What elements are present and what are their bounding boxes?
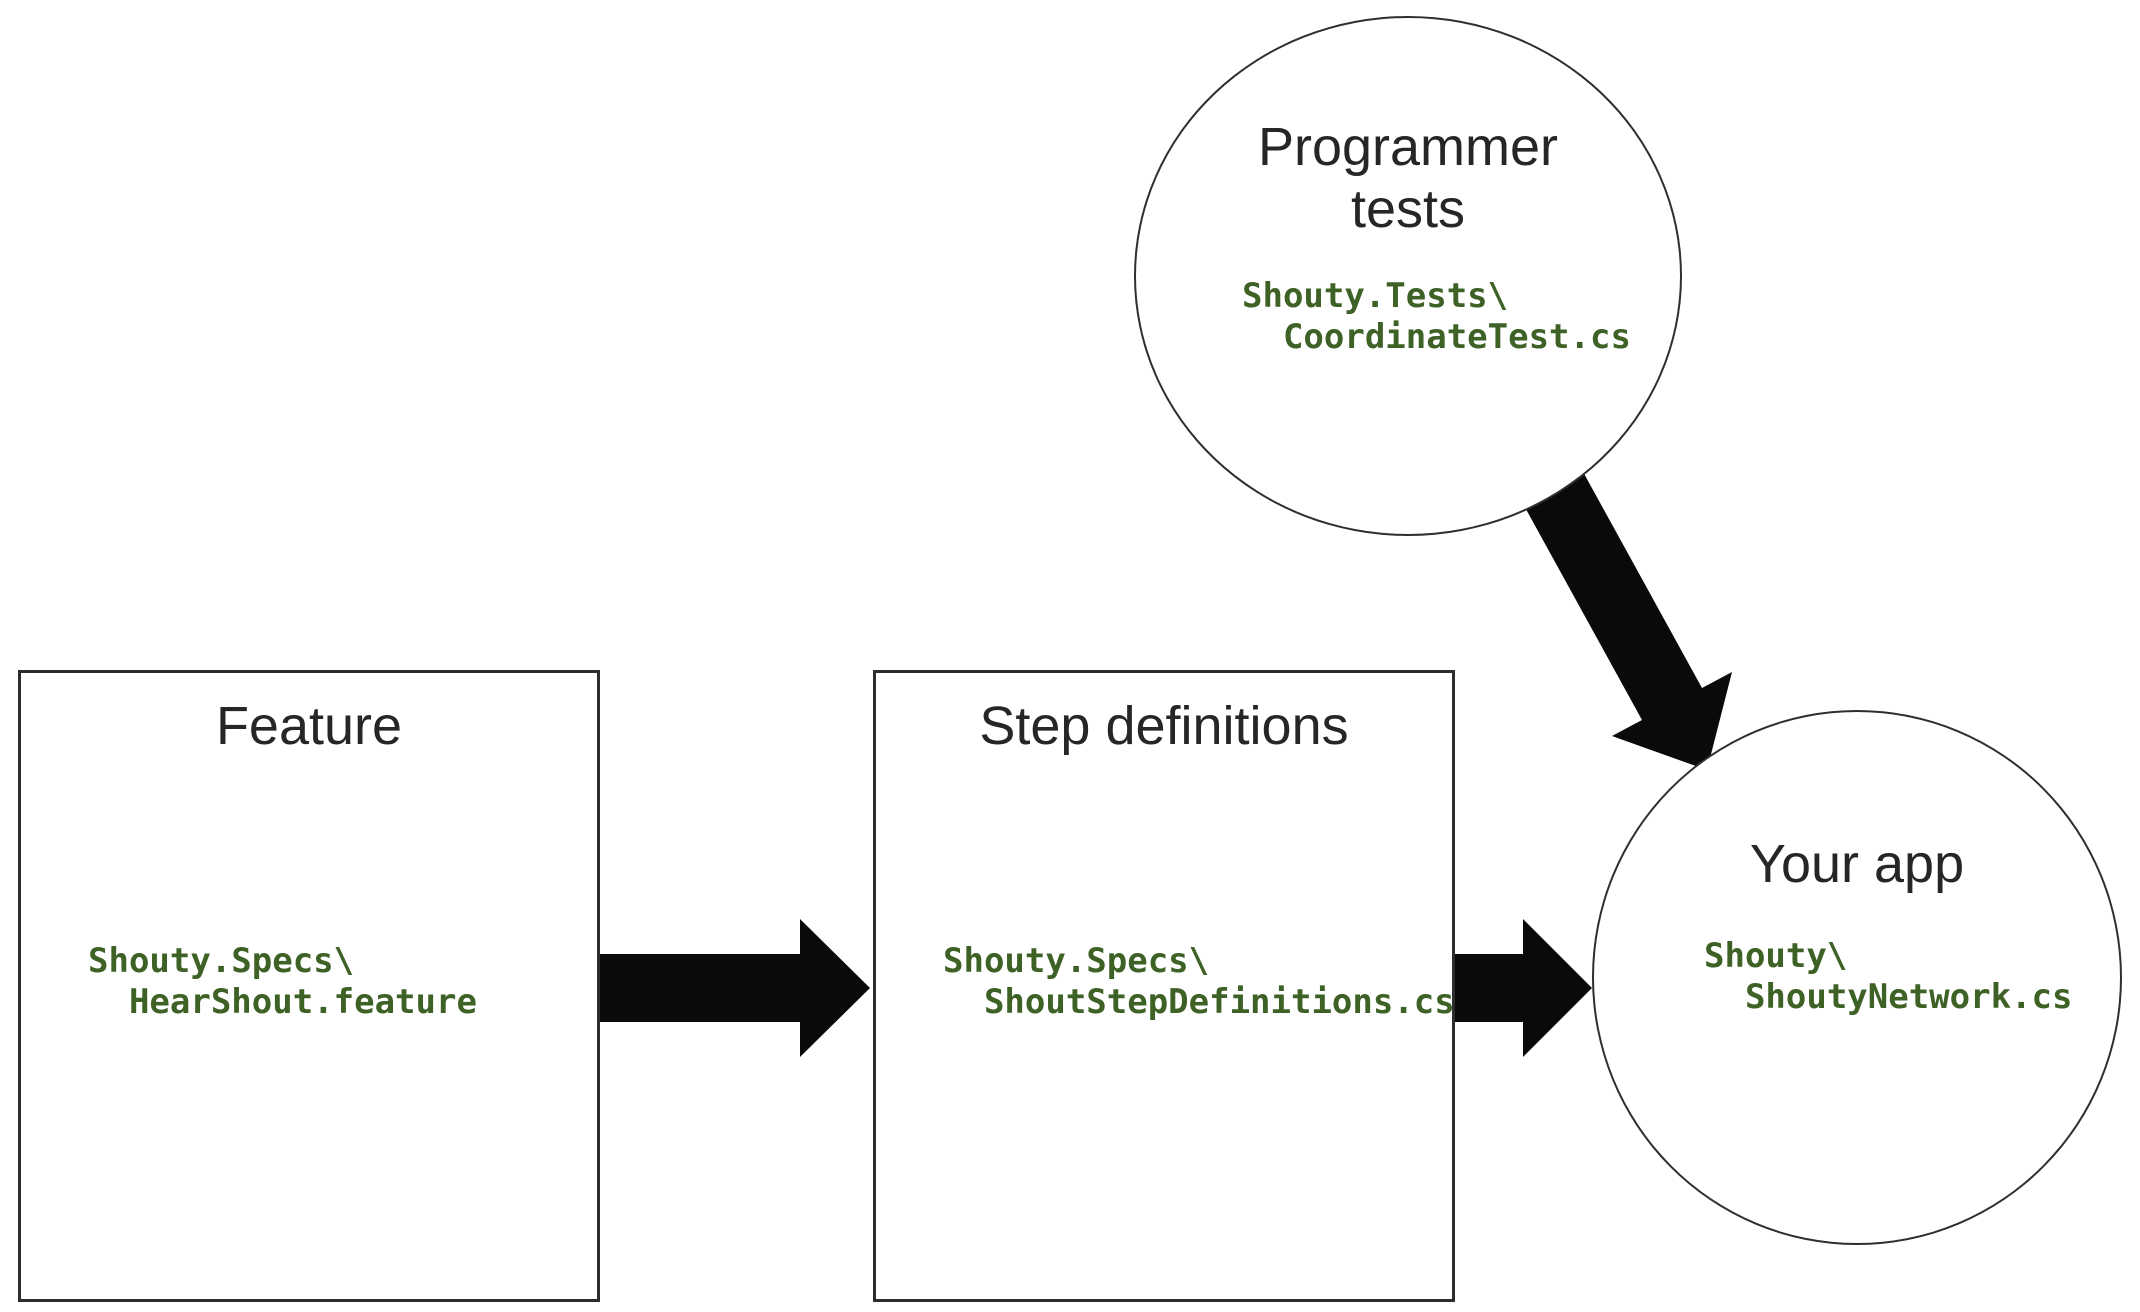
feature-title: Feature (215, 696, 403, 756)
programmer-tests-file-path: Shouty.Tests\ CoordinateTest.cs (1242, 276, 1631, 357)
step-definitions-title: Step definitions (979, 696, 1349, 756)
your-app-file-path: Shouty\ ShoutyNetwork.cs (1704, 936, 2073, 1017)
feature-box: Feature Shouty.Specs\ HearShout.feature (18, 670, 600, 1302)
your-app-circle: Your app Shouty\ ShoutyNetwork.cs (1592, 710, 2122, 1245)
arrow-step-definitions-to-your-app (1448, 919, 1592, 1057)
your-app-title: Your app (1749, 834, 1965, 894)
arrow-feature-to-step-definitions (590, 919, 870, 1057)
programmer-tests-title: Programmer tests (1257, 117, 1559, 239)
step-definitions-box: Step definitions Shouty.Specs\ ShoutStep… (873, 670, 1455, 1302)
arrow-programmer-tests-to-your-app (1500, 430, 1732, 770)
step-definitions-file-path: Shouty.Specs\ ShoutStepDefinitions.cs (943, 941, 1455, 1022)
programmer-tests-circle: Programmer tests Shouty.Tests\ Coordinat… (1134, 16, 1682, 536)
feature-file-path: Shouty.Specs\ HearShout.feature (88, 941, 477, 1022)
